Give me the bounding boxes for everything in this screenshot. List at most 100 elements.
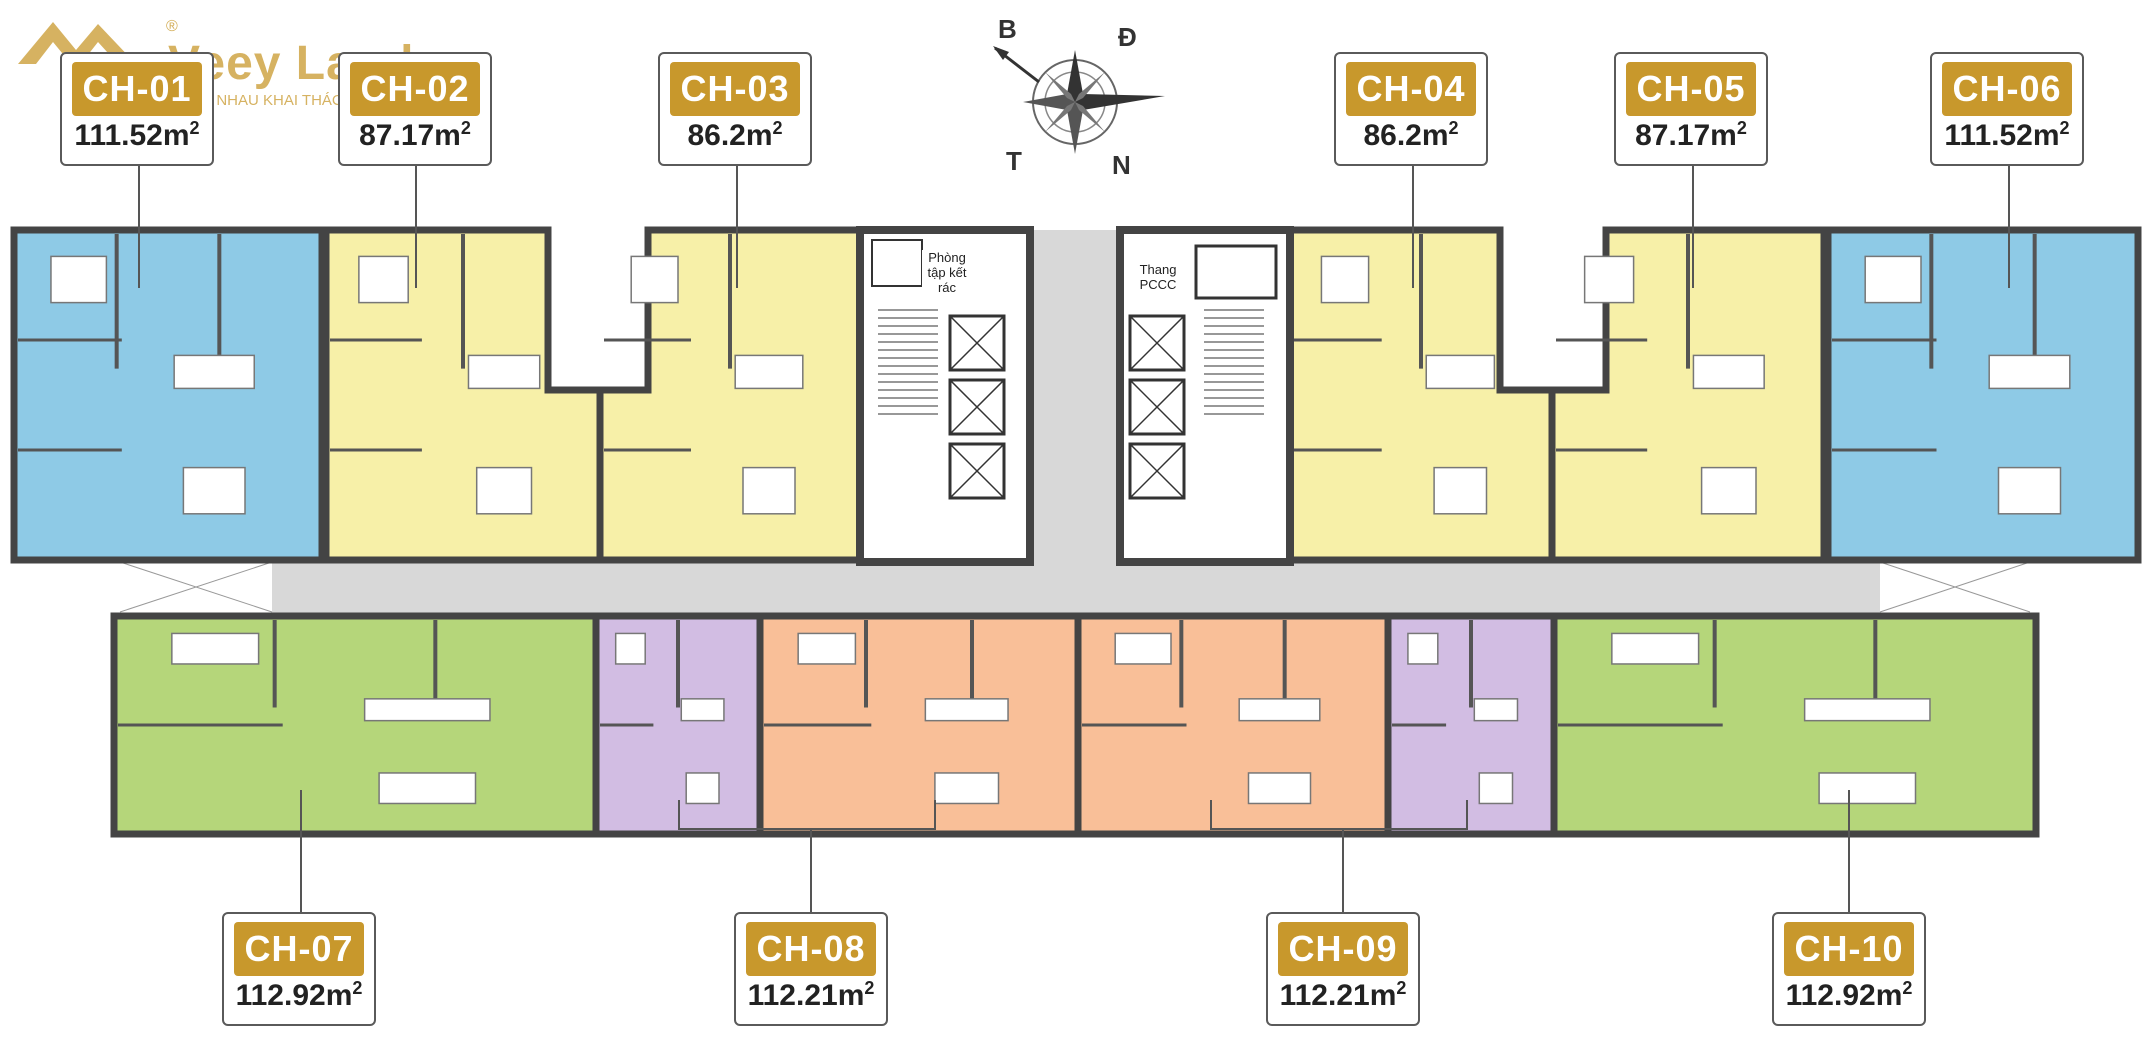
unit-label-ch-07[interactable]: CH-07 112.92m2 [222,912,376,1026]
elevator-cross [1129,379,1185,435]
leader-line [1848,790,1850,912]
logo-house-icon [18,22,136,70]
bed-furniture [171,632,260,665]
compass-east-label: Đ [1118,22,1137,52]
bed-furniture [742,466,796,515]
leader-line [2008,166,2010,288]
compass-south-label: N [1112,150,1131,180]
bed-furniture [685,772,720,805]
bed-furniture [1478,772,1514,805]
unit-code: CH-02 [350,62,480,116]
unit-area: 86.2m2 [687,118,783,152]
unit-code: CH-07 [234,922,364,976]
unit-area: 112.92m2 [235,978,363,1012]
bed-furniture [797,632,857,665]
unit-code: CH-05 [1626,62,1756,116]
leader-line [138,166,140,288]
leader-line [1210,800,1212,830]
unit-area: 86.2m2 [1363,118,1459,152]
leader-line [1692,166,1694,288]
bed-furniture [1433,466,1488,515]
unit-code: CH-01 [72,62,202,116]
compass-west-label: T [1006,146,1022,176]
unit-area: 112.21m2 [1279,978,1407,1012]
leader-line [1412,166,1414,288]
unit-label-ch-03[interactable]: CH-03 86.2m2 [658,52,812,166]
unit-code: CH-04 [1346,62,1476,116]
bed-furniture [1247,772,1312,805]
unit-label-ch-08[interactable]: CH-08 112.21m2 [734,912,888,1026]
unit-area: 87.17m2 [359,118,471,152]
table-furniture [1425,354,1496,390]
leader-line [1210,828,1468,830]
table-furniture [924,698,1009,722]
table-furniture [1988,354,2071,390]
elevator-cross [949,443,1005,499]
unit-area: 112.21m2 [747,978,875,1012]
trash-room [871,239,923,287]
unit-area: 87.17m2 [1635,118,1747,152]
unit-label-ch-06[interactable]: CH-06 111.52m2 [1930,52,2084,166]
leader-line [300,790,302,912]
bed-furniture [182,466,246,515]
unit-code: CH-10 [1784,922,1914,976]
unit-code: CH-09 [1278,922,1408,976]
logo-registered-mark: ® [166,18,178,35]
unit-label-ch-04[interactable]: CH-04 86.2m2 [1334,52,1488,166]
bed-furniture [1700,466,1757,515]
bed-furniture [614,632,646,665]
elevator-cross [949,315,1005,371]
corridor-horizontal [272,562,1880,614]
bed-furniture [358,255,409,304]
table-furniture [1238,698,1321,722]
bed-furniture [378,772,477,805]
leader-line [736,166,738,288]
bed-furniture [630,255,679,304]
bed-furniture [475,466,533,515]
bed-furniture [1997,466,2062,515]
unit-area: 112.92m2 [1785,978,1913,1012]
bed-furniture [1611,632,1700,665]
unit-label-ch-10[interactable]: CH-10 112.92m2 [1772,912,1926,1026]
bed-furniture [1320,255,1370,304]
unit-area: 111.52m2 [1944,118,2070,152]
table-furniture [173,354,255,390]
table-furniture [467,354,541,390]
elevator-cross [1129,443,1185,499]
table-furniture [1692,354,1765,390]
fire-elevator-shaft [1194,244,1278,300]
table-furniture [1803,698,1931,722]
bed-furniture [1407,632,1439,665]
leader-line [678,800,680,830]
bed-furniture [934,772,1000,805]
bed-furniture [1818,772,1917,805]
table-furniture [1473,698,1519,722]
unit-code: CH-06 [1942,62,2072,116]
leader-line [810,828,812,912]
leader-line [1466,800,1468,830]
table-furniture [734,354,804,390]
bed-furniture [50,255,108,304]
unit-label-ch-09[interactable]: CH-09 112.21m2 [1266,912,1420,1026]
corridor-vertical [1030,230,1120,562]
unit-code: CH-03 [670,62,800,116]
unit-code: CH-08 [746,922,876,976]
leader-line [1342,828,1344,912]
leader-line [678,828,936,830]
table-furniture [680,698,725,722]
table-furniture [363,698,491,722]
compass-rose [993,46,1165,154]
bed-furniture [1864,255,1922,304]
unit-area: 111.52m2 [74,118,200,152]
bed-furniture [1114,632,1172,665]
bed-furniture [1583,255,1635,304]
unit-label-ch-05[interactable]: CH-05 87.17m2 [1614,52,1768,166]
unit-label-ch-02[interactable]: CH-02 87.17m2 [338,52,492,166]
leader-line [415,166,417,288]
compass-north-label: B [998,14,1017,44]
elevator-cross [1129,315,1185,371]
elevator-cross [949,379,1005,435]
unit-label-ch-01[interactable]: CH-01 111.52m2 [60,52,214,166]
